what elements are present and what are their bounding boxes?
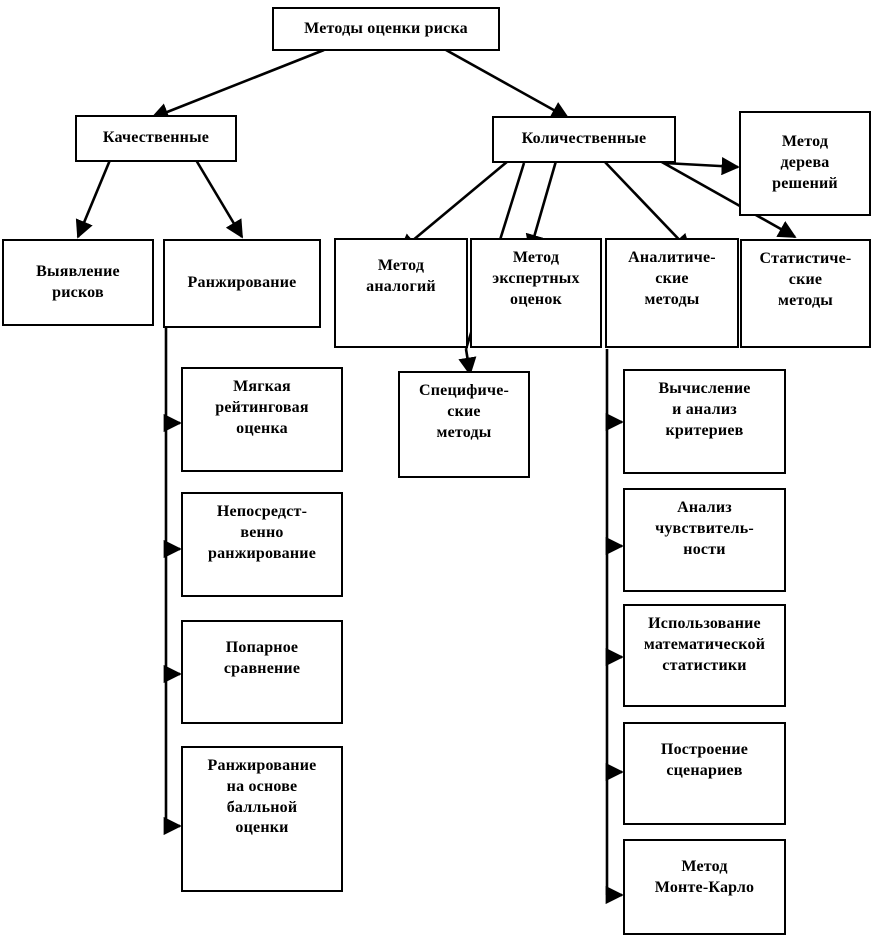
node-specific-methods[interactable]: Специфиче- ские методы [398,371,530,478]
edge-quantitative-statistical [659,159,797,239]
node-ranking[interactable]: Ранжирование [163,239,321,328]
node-root-label: Методы оценки риска [304,19,468,37]
node-score-based-ranking[interactable]: Ранжирование на основе балльной оценки [181,746,343,892]
node-statistical-methods-label: Статистиче- ские методы [759,250,852,309]
edge-root-quantitative [445,48,570,120]
node-soft-rating-label: Мягкая рейтинговая оценка [215,378,309,437]
edge-root-qualitative [150,48,325,121]
edge-quantitative-decisiontree [663,157,740,176]
node-statistical-methods[interactable]: Статистиче- ские методы [740,239,871,348]
node-direct-ranking[interactable]: Непосредст- венно ранжирование [181,492,343,597]
node-expert-assessments[interactable]: Метод экспертных оценок [470,238,602,348]
node-quantitative[interactable]: Количественные [492,116,676,163]
node-analytical-methods-label: Аналитиче- ские методы [628,249,716,308]
edge-specific-arrow [458,348,477,376]
node-math-statistics[interactable]: Использование математической статистики [623,604,786,707]
edge-quantitative-analogy [398,160,509,253]
node-monte-carlo-label: Метод Монте-Карло [654,858,755,896]
node-qualitative-label: Качественные [102,129,210,147]
node-calculation-criteria[interactable]: Вычисление и анализ критериев [623,369,786,474]
node-direct-ranking-label: Непосредст- венно ранжирование [207,503,317,562]
node-qualitative[interactable]: Качественные [75,115,237,162]
node-decision-tree[interactable]: Метод дерева решений [739,111,871,216]
node-risk-identification-label: Выявление рисков [36,262,120,301]
node-ranking-label: Ранжирование [187,274,297,292]
node-monte-carlo[interactable]: Метод Монте-Карло [623,839,786,935]
edge-quantitative-expert [525,160,558,253]
node-decision-tree-label: Метод дерева решений [772,133,838,192]
node-method-analogy[interactable]: Метод аналогий [334,238,468,348]
edge-quantitative-analytical [603,160,692,253]
node-analytical-methods[interactable]: Аналитиче- ские методы [605,238,739,348]
node-pairwise-comparison[interactable]: Попарное сравнение [181,620,343,724]
node-scenario-building[interactable]: Построение сценариев [623,722,786,825]
node-math-statistics-label: Использование математической статистики [643,615,766,674]
edge-qualitative-ranking [194,159,244,239]
node-pairwise-comparison-label: Попарное сравнение [223,639,301,677]
node-method-analogy-label: Метод аналогий [366,257,436,295]
node-calculation-criteria-label: Вычисление и анализ критериев [658,380,751,439]
edge-qualitative-riskid [75,159,112,239]
node-score-based-ranking-label: Ранжирование на основе балльной оценки [207,757,317,837]
node-scenario-building-label: Построение сценариев [660,741,749,779]
node-risk-identification[interactable]: Выявление рисков [2,239,154,326]
node-sensitivity-analysis[interactable]: Анализ чувствитель- ности [623,488,786,592]
node-soft-rating[interactable]: Мягкая рейтинговая оценка [181,367,343,472]
node-quantitative-label: Количественные [521,130,647,148]
node-expert-assessments-label: Метод экспертных оценок [492,249,580,308]
node-root[interactable]: Методы оценки риска [272,7,500,51]
node-sensitivity-analysis-label: Анализ чувствитель- ности [655,499,754,558]
node-specific-methods-label: Специфиче- ские методы [418,382,510,441]
